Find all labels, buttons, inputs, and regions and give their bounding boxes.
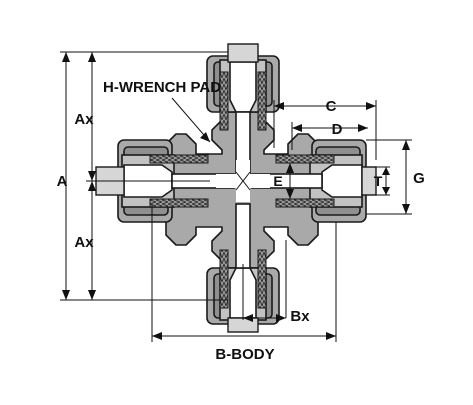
- top-tube: [227, 43, 259, 63]
- label-c: C: [326, 98, 337, 115]
- label-t: T: [374, 173, 383, 189]
- label-h-wrench-pad: H-WRENCH PAD: [103, 79, 221, 96]
- label-b-body: B-BODY: [215, 346, 274, 363]
- label-e: E: [273, 173, 282, 189]
- label-ax-lower: Ax: [74, 234, 94, 251]
- bottom-nut: [206, 203, 280, 325]
- label-g: G: [413, 170, 425, 187]
- label-bx: Bx: [290, 308, 310, 325]
- label-d: D: [332, 121, 343, 138]
- bottom-tube: [227, 317, 259, 333]
- label-a: A: [57, 173, 68, 190]
- labels: H-WRENCH PAD A Ax Ax C D E T G Bx B-BODY: [57, 79, 425, 363]
- center-bore: [216, 160, 270, 202]
- arrowheads: [62, 52, 410, 340]
- label-ax-upper: Ax: [74, 111, 94, 128]
